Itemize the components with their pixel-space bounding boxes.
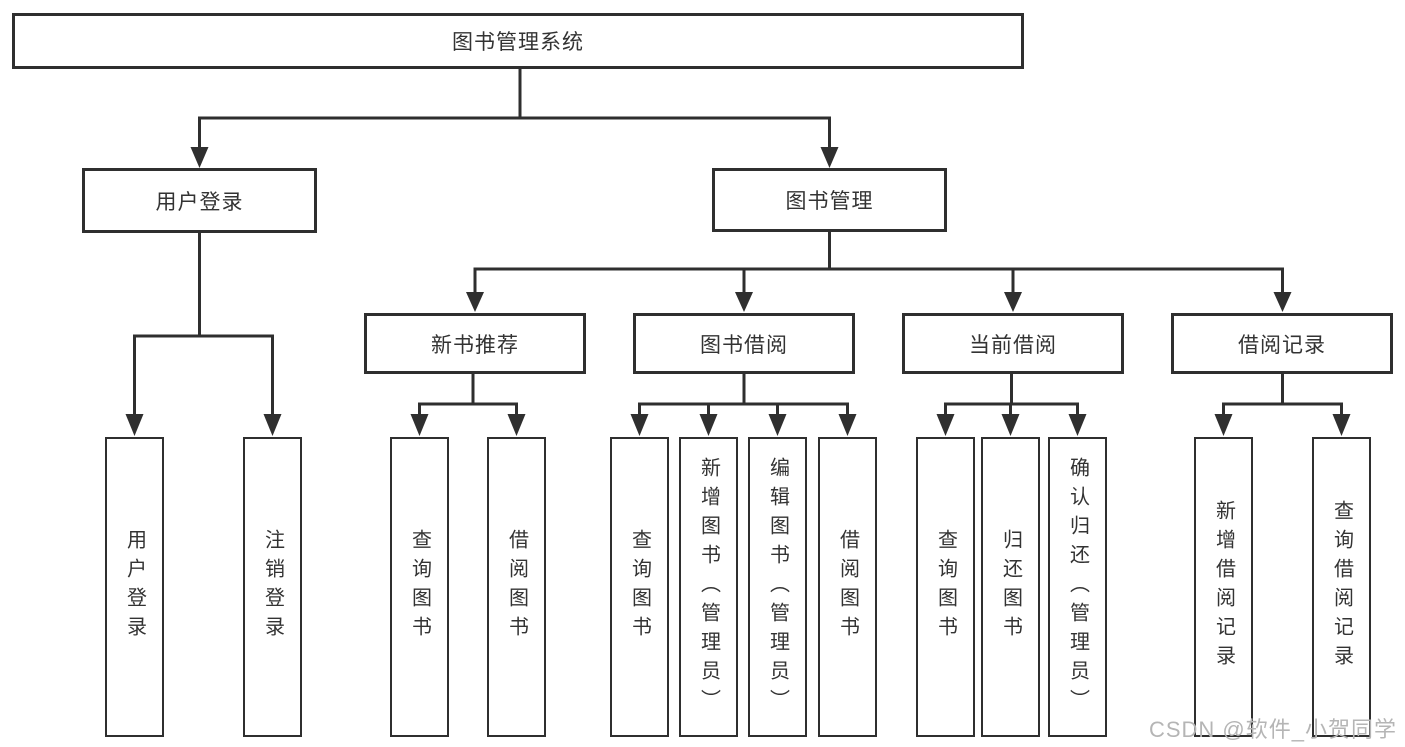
node-br-query-record: 查询借阅记录 (1312, 437, 1371, 737)
node-cb-confirm-return: 确认归还（管理员） (1048, 437, 1107, 737)
node-bb-borrow-books: 借阅图书 (818, 437, 877, 737)
connector-book-mgmt-children (466, 232, 1292, 312)
node-bb-query-books: 查询图书 (610, 437, 669, 737)
node-book-mgmt: 图书管理 (712, 168, 947, 232)
node-nb-query-books: 查询图书 (390, 437, 449, 737)
node-cb-query-books: 查询图书 (916, 437, 975, 737)
connector-current-borrow-children (936, 374, 1087, 436)
node-bb-add-books: 新增图书（管理员） (679, 437, 738, 737)
node-leaf-user-login: 用户登录 (105, 437, 164, 737)
node-nb-borrow-books: 借阅图书 (487, 437, 546, 737)
node-cb-return-books: 归还图书 (981, 437, 1040, 737)
connector-borrow-records-children (1214, 374, 1351, 436)
node-book-borrow: 图书借阅 (633, 313, 855, 374)
connector-new-book-rec-children (410, 374, 526, 436)
connector-user-login-children (125, 233, 282, 436)
node-leaf-logout: 注销登录 (243, 437, 302, 737)
node-root: 图书管理系统 (12, 13, 1024, 69)
csdn-watermark: CSDN @软件_小贺同学 (1148, 717, 1397, 742)
node-bb-edit-books: 编辑图书（管理员） (748, 437, 807, 737)
node-new-book-rec: 新书推荐 (364, 313, 586, 374)
node-current-borrow: 当前借阅 (902, 313, 1124, 374)
connector-root-to-level2 (190, 69, 839, 168)
node-borrow-records: 借阅记录 (1171, 313, 1393, 374)
connector-book-borrow-children (630, 374, 857, 436)
node-user-login: 用户登录 (82, 168, 317, 233)
node-br-add-record: 新增借阅记录 (1194, 437, 1253, 737)
